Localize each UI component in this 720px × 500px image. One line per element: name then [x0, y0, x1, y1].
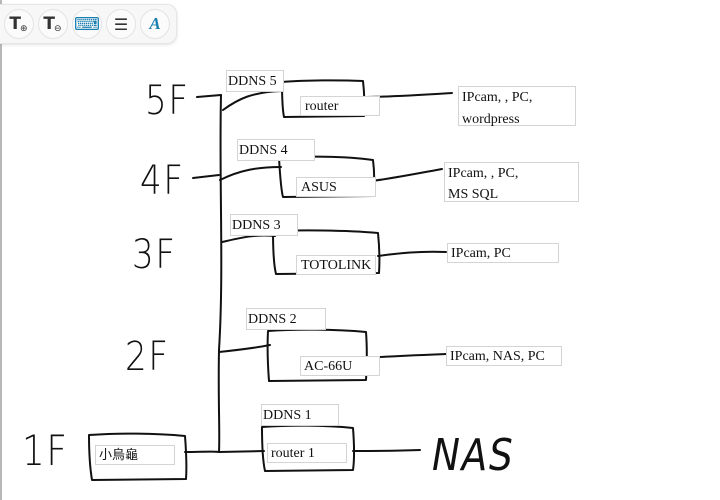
router-4-box [278, 155, 376, 198]
devices-4-line1: IPcam, , PC, [448, 166, 519, 181]
menu-icon[interactable]: ☰ [106, 9, 136, 39]
devices-5-textbox[interactable]: IPcam, , PC, wordpress [458, 86, 576, 127]
branch-5 [222, 90, 283, 111]
tick-4f [192, 174, 220, 179]
source-label: 小烏龜 [99, 448, 139, 463]
text-remove-icon[interactable]: T⊖ [38, 9, 68, 39]
router-4-textbox[interactable]: ASUS [296, 177, 376, 197]
tick-5f [196, 94, 222, 98]
link-3 [377, 250, 447, 257]
floor-label-3f: 3F [132, 232, 177, 278]
ddns-1-box[interactable]: DDNS 1 [261, 404, 339, 426]
ddns-4-box[interactable]: DDNS 4 [237, 139, 315, 161]
link-1 [352, 449, 421, 452]
router-5-textbox[interactable]: router [300, 96, 380, 116]
text-add-icon[interactable]: T⊕ [4, 9, 34, 39]
branch-4 [219, 166, 282, 181]
ddns-3-box[interactable]: DDNS 3 [230, 214, 298, 236]
router-4-label: ASUS [301, 180, 337, 195]
source-textbox[interactable]: 小烏龜 [95, 445, 175, 465]
router-2-textbox[interactable]: AC-66U [300, 356, 380, 376]
ddns-3-label: DDNS 3 [232, 218, 281, 233]
keyboard-icon[interactable]: ⌨ [72, 9, 102, 39]
devices-3-textbox[interactable]: IPcam, PC [447, 243, 559, 263]
window-edge [0, 0, 2, 500]
ddns-4-label: DDNS 4 [239, 143, 288, 158]
router-5-label: router [305, 99, 339, 114]
ddns-5-box[interactable]: DDNS 5 [226, 70, 284, 92]
ddns-2-box[interactable]: DDNS 2 [246, 308, 326, 330]
router-3-textbox[interactable]: TOTOLINK [296, 255, 376, 275]
router-1-label: router 1 [271, 446, 315, 461]
branch-2 [218, 344, 271, 353]
text-toolbar: T⊕ T⊖ ⌨ ☰ A [0, 4, 177, 44]
floor-label-2f: 2F [125, 334, 170, 380]
devices-5-line2: wordpress [462, 112, 520, 127]
router-2-label: AC-66U [304, 359, 353, 374]
ddns-5-label: DDNS 5 [228, 74, 277, 89]
font-style-icon[interactable]: A [140, 9, 170, 39]
devices-4-textbox[interactable]: IPcam, , PC, MS SQL [444, 162, 579, 202]
link-4 [371, 168, 443, 182]
floor-label-1f: 1F [22, 426, 69, 475]
devices-3-label: IPcam, PC [451, 246, 511, 261]
ddns-2-label: DDNS 2 [248, 312, 297, 327]
devices-4-line2: MS SQL [448, 187, 499, 202]
branch-1 [184, 450, 265, 453]
ddns-1-label: DDNS 1 [263, 408, 312, 423]
devices-2-textbox[interactable]: IPcam, NAS, PC [446, 346, 562, 366]
floor-label-5f: 5F [145, 78, 190, 124]
floor-label-4f: 4F [140, 158, 185, 204]
router-3-label: TOTOLINK [301, 258, 372, 273]
router-5-box [281, 79, 366, 118]
router-1-textbox[interactable]: router 1 [267, 443, 347, 463]
backbone-line [217, 94, 223, 453]
router-3-box [272, 229, 381, 275]
devices-2-label: IPcam, NAS, PC [450, 349, 545, 364]
nas-label: NAS [432, 430, 515, 481]
branch-3 [221, 234, 276, 243]
devices-5-line1: IPcam, , PC, [462, 90, 533, 105]
source-box [88, 432, 188, 481]
